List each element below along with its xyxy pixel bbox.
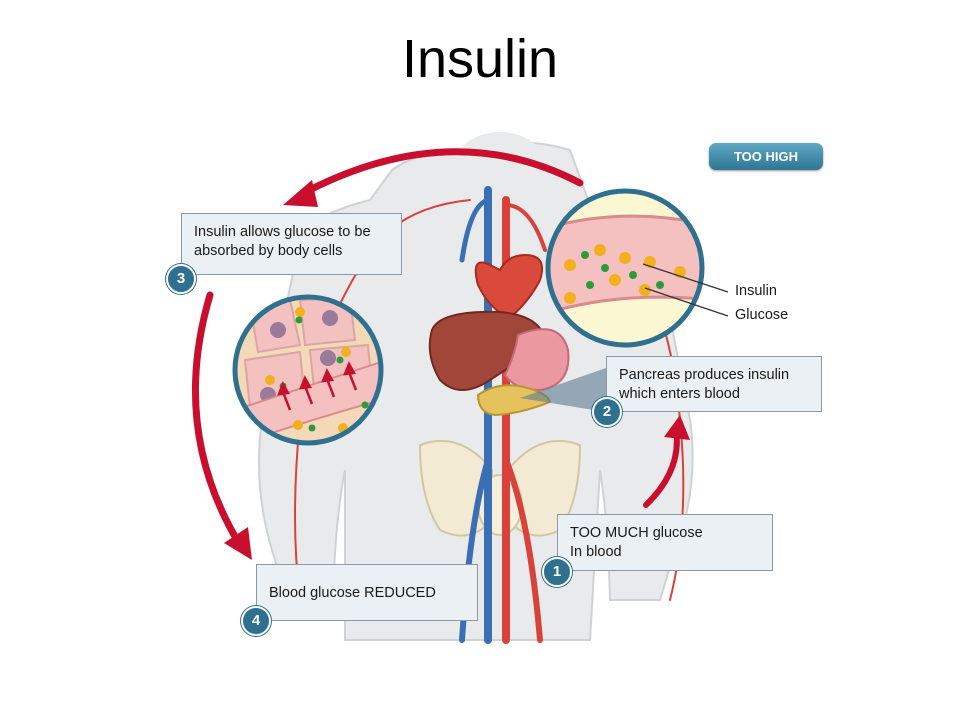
heart [474,253,544,320]
step-1-box: TOO MUCH glucose In blood [557,514,773,571]
step-2-line-1: Pancreas produces insulin [619,367,790,383]
legend-insulin-label: Insulin [735,283,777,299]
arrow-head-right [664,415,690,440]
stomach [503,328,570,392]
step-1-line-2: In blood [570,544,622,560]
step-3-line-2: absorbed by body cells [194,243,343,259]
step-2-badge: 2 [592,397,622,427]
step-1-line-1: TOO MUCH glucose [570,525,703,541]
step-2-line-2: which enters blood [619,386,740,402]
step-3-box: Insulin allows glucose to be absorbed by… [181,213,402,275]
body-cells-zoom [232,294,384,446]
step-3-badge: 3 [166,264,196,294]
arrow-head-left [224,527,252,560]
step-1-badge: 1 [542,557,572,587]
legend-glucose-label: Glucose [735,307,789,323]
cycle-arrows [191,148,690,560]
step-3-line-1: Insulin allows glucose to be [194,224,371,240]
step-4-badge: 4 [241,606,271,636]
blood-vessel-zoom [545,188,729,348]
page-title: Insulin [401,29,559,89]
step-2-box: Pancreas produces insulin which enters b… [606,356,822,412]
step-4-line-1: Blood glucose REDUCED [269,585,436,601]
status-badge: TOO HIGH [709,143,823,170]
step-4-box: Blood glucose REDUCED [256,564,478,621]
arrow-head-top [283,180,318,207]
pancreas-callout [520,368,606,412]
